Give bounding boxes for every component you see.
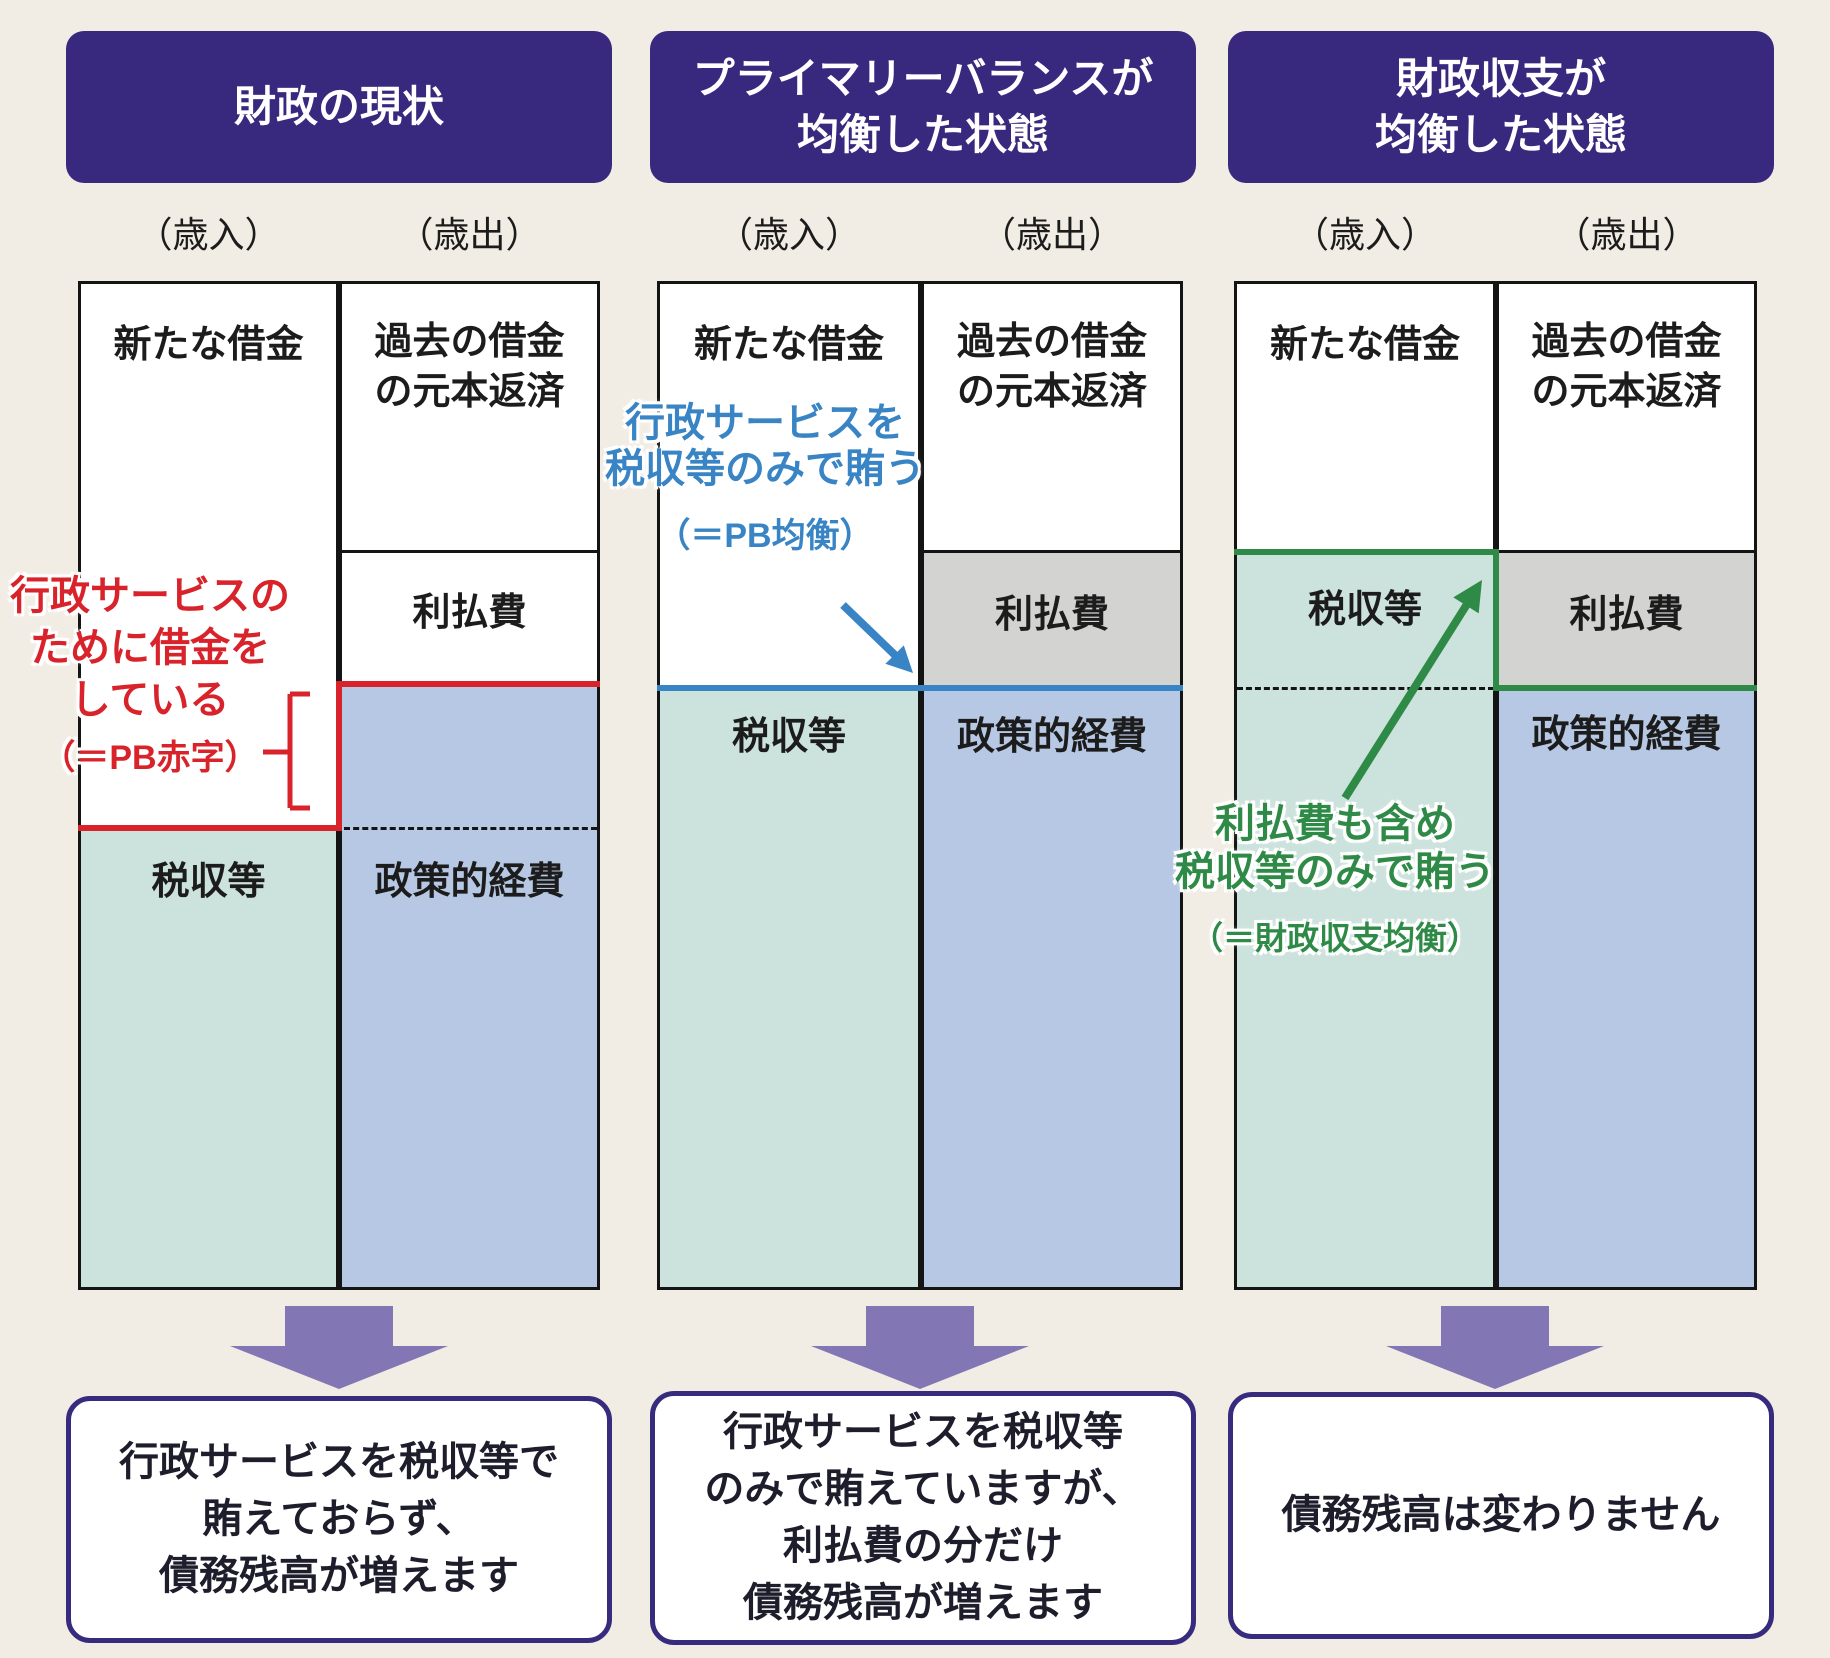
panel2-title-line1: プライマリーバランスが bbox=[692, 55, 1154, 102]
panel1-policy-segment bbox=[339, 684, 600, 1290]
panel1-down-arrow-icon bbox=[230, 1306, 448, 1389]
panel3-past-debt-label: 過去の借金 の元本返済 bbox=[1496, 317, 1757, 417]
panel3-tax-segment bbox=[1234, 552, 1496, 1290]
panel2-title-line2: 均衡した状態 bbox=[796, 111, 1049, 158]
panel2-pb-balance-line bbox=[657, 685, 1183, 691]
panel1-revenue-caption: （歳入） bbox=[136, 214, 281, 255]
fiscal-balance-note: （＝財政収支均衡） bbox=[1190, 920, 1479, 956]
panel1-new-debt-label: 新たな借金 bbox=[113, 324, 304, 366]
pb-deficit-bracket bbox=[263, 691, 310, 811]
panel3-green-line-tax-top bbox=[1234, 549, 1496, 555]
panel3-past-debt-segment bbox=[1496, 281, 1757, 552]
panel2-policy-label: 政策的経費 bbox=[956, 716, 1147, 758]
pb-deficit-line3: している bbox=[70, 678, 230, 722]
fiscal-balance-line2: 税収等のみで賄う bbox=[1175, 850, 1495, 894]
panel1-tax-segment bbox=[78, 828, 339, 1290]
panel1-conclusion-box: 行政サービスを税収等で 賄えておらず、 債務残高が増えます bbox=[66, 1396, 612, 1643]
panel2-revenue-caption: （歳入） bbox=[716, 214, 861, 255]
panel2-new-debt-label: 新たな借金 bbox=[693, 324, 884, 366]
pb-deficit-line1: 行政サービスの bbox=[10, 574, 290, 618]
panel1-red-line-policy-top bbox=[339, 681, 600, 687]
panel1-policy-label: 政策的経費 bbox=[374, 861, 565, 903]
pb-deficit-line2: ために借金を bbox=[30, 626, 270, 670]
pb-balance-arrow bbox=[840, 602, 913, 673]
panel3-header: 財政収支が 均衡した状態 bbox=[1228, 31, 1774, 183]
past-debt-line1: 過去の借金 bbox=[374, 321, 565, 363]
panel1-tax-label: 税収等 bbox=[151, 861, 266, 903]
pb-balance-line2: 税収等のみで賄う bbox=[605, 447, 925, 491]
panel1-title: 財政の現状 bbox=[233, 83, 444, 130]
panel3-new-debt-label: 新たな借金 bbox=[1269, 324, 1460, 366]
panel3-green-line-policy-top bbox=[1496, 685, 1757, 691]
panel3-interest-label: 利払費 bbox=[1569, 594, 1684, 636]
past-debt-line2: の元本返済 bbox=[956, 371, 1147, 413]
panel3-conclusion-box: 債務残高は変わりません bbox=[1228, 1392, 1774, 1639]
panel2-tax-segment bbox=[657, 688, 921, 1290]
panel3-policy-segment bbox=[1496, 688, 1757, 1290]
panel1-interest-segment bbox=[339, 552, 600, 684]
fiscal-balance-annotation: 利払費も含め 税収等のみで賄う bbox=[1135, 800, 1535, 896]
panel3-title-line2: 均衡した状態 bbox=[1374, 111, 1627, 158]
panel2-conclusion-line4: 債務残高が増えます bbox=[743, 1581, 1103, 1625]
panel2-conclusion-line3: 利払費の分だけ bbox=[783, 1524, 1063, 1568]
panel2-conclusion-line1: 行政サービスを税収等 bbox=[723, 1410, 1123, 1454]
panel3-down-arrow-icon bbox=[1386, 1306, 1604, 1389]
panel3-segment-divider bbox=[1498, 550, 1755, 553]
panel1-past-debt-label: 過去の借金 の元本返済 bbox=[339, 317, 600, 417]
panel1-segment-divider bbox=[341, 550, 598, 553]
panel3-interest-segment bbox=[1496, 552, 1757, 688]
panel2-interest-segment bbox=[921, 552, 1183, 688]
panel3-title-line1: 財政収支が bbox=[1395, 55, 1606, 102]
panel1-conclusion-line3: 債務残高が増えます bbox=[159, 1554, 519, 1598]
panel2-conclusion-line2: のみで賄えていますが、 bbox=[704, 1467, 1142, 1511]
pb-balance-annotation: 行政サービスを 税収等のみで賄う bbox=[595, 400, 935, 492]
panel2-tax-label: 税収等 bbox=[731, 716, 846, 758]
fiscal-balance-arrow bbox=[1341, 580, 1482, 801]
panel2-policy-segment bbox=[921, 688, 1183, 1290]
panel1-expenditure-caption: （歳出） bbox=[397, 214, 542, 255]
pb-deficit-note: （＝PB赤字） bbox=[41, 739, 259, 777]
panel1-red-line-tax-top bbox=[78, 825, 342, 831]
panel2-past-debt-segment bbox=[921, 281, 1183, 552]
pb-balance-line1: 行政サービスを bbox=[625, 401, 905, 445]
panel2-down-arrow-icon bbox=[811, 1306, 1029, 1389]
panel2-header: プライマリーバランスが 均衡した状態 bbox=[650, 31, 1196, 183]
panel3-tax-label: 税収等 bbox=[1307, 589, 1422, 631]
pb-deficit-annotation: 行政サービスの ために借金を している bbox=[0, 570, 300, 726]
panel2-segment-divider bbox=[923, 550, 1181, 553]
panel3-policy-label: 政策的経費 bbox=[1531, 714, 1722, 756]
panel2-new-debt-segment bbox=[657, 281, 921, 688]
panel2-interest-label: 利払費 bbox=[994, 594, 1109, 636]
pb-balance-note: （＝PB均衡） bbox=[656, 517, 874, 555]
past-debt-line2: の元本返済 bbox=[374, 371, 565, 413]
panel1-conclusion-line1: 行政サービスを税収等で bbox=[119, 1440, 559, 1484]
panel3-new-debt-segment bbox=[1234, 281, 1496, 552]
panel1-new-debt-segment bbox=[78, 281, 339, 828]
panel1-red-line-vertical bbox=[336, 681, 342, 831]
panel3-conclusion-line1: 債務残高は変わりません bbox=[1281, 1493, 1721, 1537]
panel3-revenue-caption: （歳入） bbox=[1292, 214, 1437, 255]
panel2-past-debt-label: 過去の借金 の元本返済 bbox=[921, 317, 1183, 417]
panel3-expenditure-caption: （歳出） bbox=[1554, 214, 1699, 255]
past-debt-line1: 過去の借金 bbox=[956, 321, 1147, 363]
past-debt-line1: 過去の借金 bbox=[1531, 321, 1722, 363]
panel1-conclusion-line2: 賄えておらず、 bbox=[202, 1497, 476, 1541]
past-debt-line2: の元本返済 bbox=[1531, 371, 1722, 413]
panel3-pb-dashed-line bbox=[1237, 687, 1494, 690]
panel1-pb-dashed-line bbox=[344, 827, 597, 830]
panel2-conclusion-box: 行政サービスを税収等 のみで賄えていますが、 利払費の分だけ 債務残高が増えます bbox=[650, 1391, 1196, 1645]
fiscal-balance-line1: 利払費も含め bbox=[1215, 802, 1455, 846]
panel2-expenditure-caption: （歳出） bbox=[979, 214, 1124, 255]
panel1-interest-label: 利払費 bbox=[412, 592, 527, 634]
panel1-past-debt-segment bbox=[339, 281, 600, 552]
panel1-header: 財政の現状 bbox=[66, 31, 612, 183]
